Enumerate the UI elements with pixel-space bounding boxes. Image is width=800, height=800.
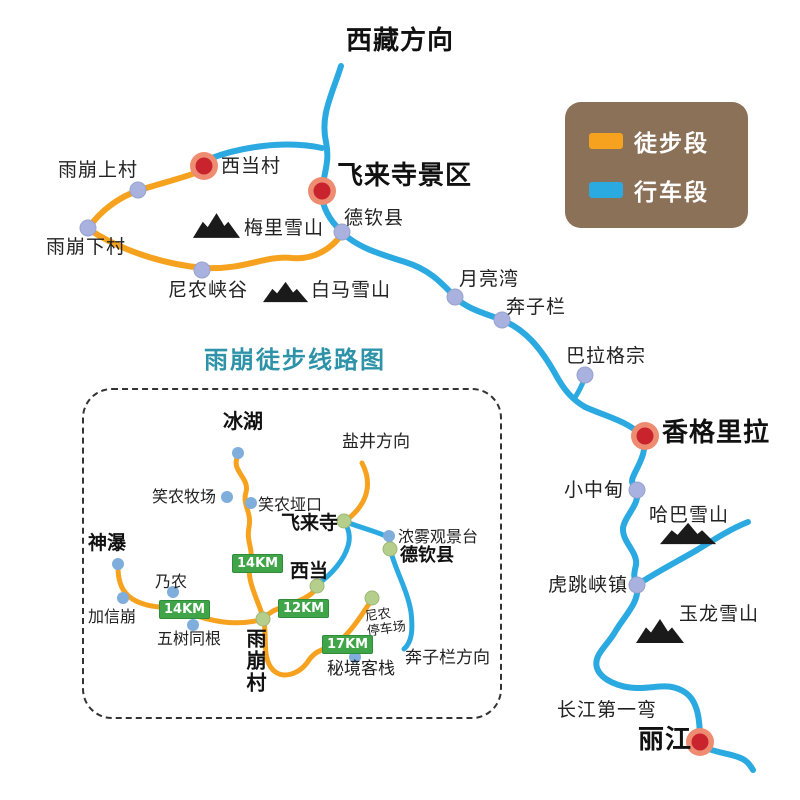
yulong-mountain-icon <box>636 619 684 643</box>
label-baima-snow-mountain: 白马雪山 <box>311 279 392 301</box>
label-shenpu: 神瀑 <box>88 532 127 554</box>
dot-inset-yubeng-village <box>255 611 271 627</box>
label-ice-lake: 冰湖 <box>223 409 263 433</box>
label-yulong-snow-mountain: 玉龙雪山 <box>679 603 760 625</box>
label-lijiang: 丽江 <box>638 725 693 755</box>
label-yanjing-direction: 盐井方向 <box>342 432 410 452</box>
label-inset-feilai: 飞来寺 <box>281 512 339 534</box>
label-feilai-scenic: 飞来寺景区 <box>337 161 473 191</box>
dot-ninong-parking <box>364 590 380 606</box>
distance-badge-xidang-yubeng: 12KM <box>278 599 330 618</box>
dot-inset-feilai <box>336 513 352 529</box>
driving-route-haba-branch <box>637 519 751 586</box>
dot-moon-bay <box>446 288 464 306</box>
inset-hiking-icelake-yubeng <box>233 453 266 620</box>
baima-mountain-icon <box>263 281 309 303</box>
dot-yubeng-lower <box>79 219 97 237</box>
legend-driving-row: 行车段 <box>589 173 748 207</box>
distance-badge-icelake-yubeng: 14KM <box>232 554 284 573</box>
inset-driving-xidang-feilai <box>315 520 352 587</box>
inset-title: 雨崩徒步线路图 <box>204 346 386 374</box>
dot-balagezong <box>576 366 594 384</box>
marker-lijiang <box>686 728 714 756</box>
dot-fog-platform <box>383 530 395 542</box>
label-shangrila: 香格里拉 <box>662 418 771 448</box>
label-inset-xidang: 西当 <box>290 560 329 582</box>
driving-swatch-icon <box>589 181 623 198</box>
legend: 徒步段 行车段 <box>565 102 748 228</box>
dot-xiaonong-pass <box>245 497 257 509</box>
inset-frame <box>82 388 502 719</box>
label-haba-snow-mountain: 哈巴雪山 <box>649 504 730 526</box>
hiking-route-yubeng-lower-ninong-deqin <box>87 227 345 272</box>
legend-driving-label: 行车段 <box>634 179 709 206</box>
dot-ninong-canyon <box>193 261 211 279</box>
dot-benzilan <box>493 311 511 329</box>
dot-xiaozhongdian <box>628 481 646 499</box>
label-yubeng-village: 雨崩村 <box>243 628 267 694</box>
label-fog-platform: 浓雾观景台 <box>398 527 479 546</box>
label-tiger-leaping-town: 虎跳峡镇 <box>548 574 629 596</box>
dot-xiaonong-pasture <box>221 491 233 503</box>
dot-jiaxinbeng <box>117 592 129 604</box>
dot-inset-deqin <box>382 541 398 557</box>
haba-mountain-icon <box>660 522 717 545</box>
label-xiaozhongdian: 小中甸 <box>564 479 625 501</box>
legend-hiking-label: 徒步段 <box>634 130 709 157</box>
dot-yubeng-upper <box>129 181 147 199</box>
marker-feilai-temple-scenic <box>308 177 336 205</box>
legend-hiking-row: 徒步段 <box>589 124 748 158</box>
marker-xidang-village <box>190 152 218 180</box>
dot-nainong <box>167 586 179 598</box>
label-nainong: 乃农 <box>155 572 188 591</box>
label-tibet-direction: 西藏方向 <box>346 26 455 56</box>
label-jiaxinbeng: 加信崩 <box>88 607 137 626</box>
label-mijing-inn: 秘境客栈 <box>327 659 395 679</box>
dot-deqin-county <box>333 223 351 241</box>
inset-hiking-yubeng-ninong-parking <box>261 598 374 678</box>
driving-route-tibet-to-lijiang <box>318 63 756 773</box>
distance-badge-yubeng-ninong: 17KM <box>322 635 374 654</box>
distance-badge-shenpu-yubeng: 14KM <box>159 600 211 619</box>
dot-ice-lake <box>232 447 244 459</box>
dot-inset-xidang <box>309 578 325 594</box>
meili-mountain-icon <box>193 213 241 238</box>
label-xiaonong-pasture: 笑农牧场 <box>152 487 217 506</box>
label-yangtze-first-bend: 长江第一弯 <box>557 699 658 721</box>
label-xiaonong-pass: 笑农垭口 <box>258 495 323 514</box>
dot-mijing-inn <box>349 651 361 663</box>
label-ninong-canyon: 尼农峡谷 <box>168 279 249 301</box>
label-xidang-village: 西当村 <box>221 155 282 177</box>
hiking-swatch-icon <box>589 132 623 149</box>
dot-shenpu <box>112 558 124 570</box>
label-balagezong: 巴拉格宗 <box>566 345 647 367</box>
label-deqin-county: 德钦县 <box>344 207 405 229</box>
label-meili-snow-mountain: 梅里雪山 <box>244 217 325 239</box>
label-benzilan-direction: 奔子栏方向 <box>405 648 490 668</box>
label-five-trees: 五树同根 <box>157 629 222 648</box>
label-yubeng-upper: 雨崩上村 <box>58 159 139 181</box>
driving-route-xidang-link <box>206 141 325 162</box>
dot-five-trees <box>187 619 199 631</box>
label-moon-bay: 月亮湾 <box>459 268 520 290</box>
label-yubeng-lower: 雨崩下村 <box>46 236 127 258</box>
dot-tiger-leaping-town <box>628 576 646 594</box>
label-benzilan: 奔子栏 <box>506 296 567 318</box>
inset-hiking-yanjing-feilai <box>345 460 370 522</box>
marker-shangrila <box>631 422 659 450</box>
label-inset-deqin: 德钦县 <box>400 545 454 566</box>
